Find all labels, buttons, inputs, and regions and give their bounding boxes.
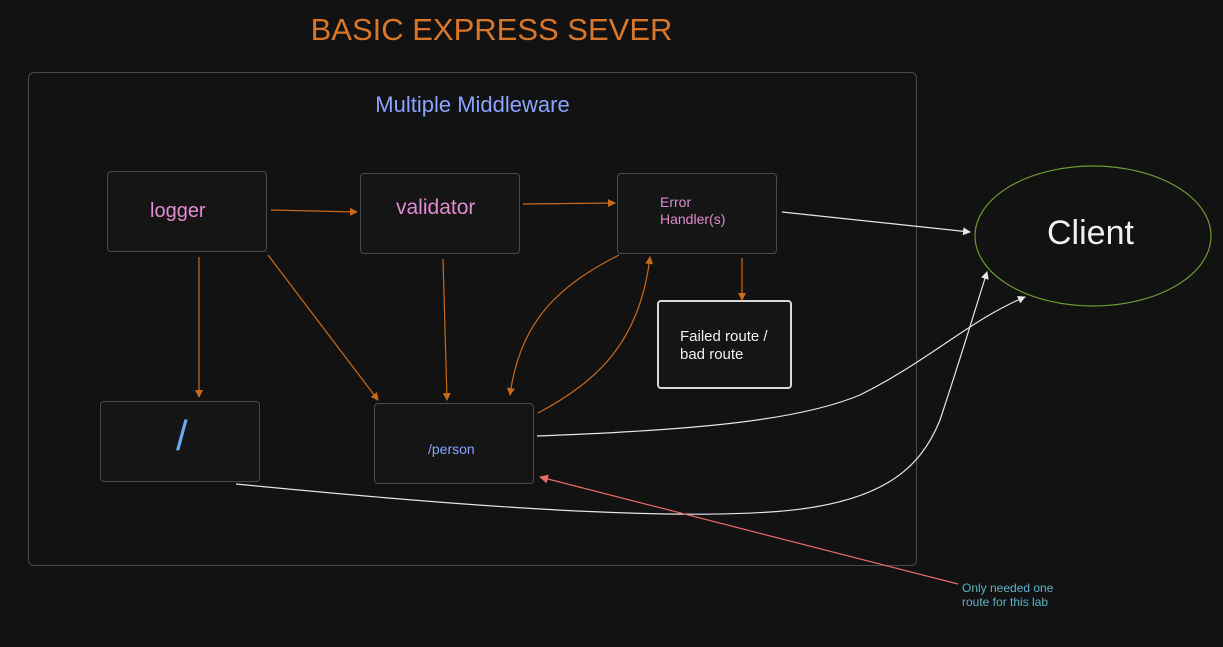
client-node (974, 165, 1212, 307)
failed-route-line1: Failed route / (680, 328, 768, 345)
arrow-logger-to-person (267, 254, 379, 401)
arrow-error-handler-to-person (506, 254, 620, 396)
arrow-validator-to-error-handler (522, 199, 616, 208)
annotation-line2: route for this lab (962, 595, 1049, 609)
arrow-validator-to-person (442, 258, 451, 401)
logger-node: logger (107, 171, 267, 252)
person-route-node: /person (374, 403, 534, 484)
annotation-arrow (539, 474, 959, 585)
diagram-title: BASIC EXPRESS SEVER (310, 12, 673, 47)
person-route-label: /person (428, 441, 475, 457)
root-route-label: / (176, 412, 188, 459)
arrow-person-to-client (536, 296, 1026, 437)
error-handler-line1: Error (660, 194, 692, 210)
annotation-line1: Only needed one (962, 581, 1054, 595)
annotation-note: Only needed one route for this lab (962, 581, 1082, 609)
error-handler-line2: Handler(s) (660, 211, 726, 227)
validator-label: validator (396, 196, 476, 219)
root-route-node: / (100, 401, 260, 482)
validator-node: validator (360, 173, 520, 254)
error-handler-node: Error Handler(s) (617, 173, 777, 254)
failed-route-node: Failed route / bad route (657, 300, 792, 389)
container-subtitle: Multiple Middleware (375, 92, 570, 117)
arrow-root-to-client (235, 271, 989, 515)
logger-label: logger (150, 200, 206, 222)
arrow-person-to-error-handler (537, 256, 654, 414)
failed-route-line2: bad route (680, 346, 744, 363)
server-container (28, 72, 917, 566)
client-label: Client (1047, 214, 1134, 252)
arrow-logger-to-validator (270, 207, 358, 216)
arrow-error-handler-to-client (781, 211, 971, 236)
